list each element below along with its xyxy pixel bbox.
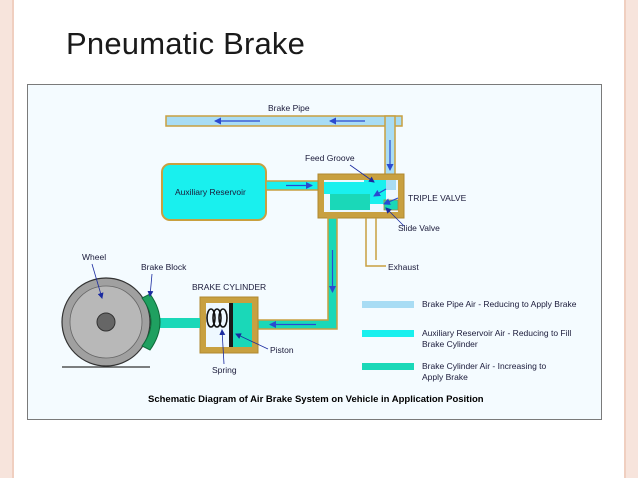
legend-text-cylinder-1: Brake Cylinder Air - Increasing to [422,361,547,371]
label-spring: Spring [212,365,237,375]
auxiliary-reservoir [161,163,267,221]
label-piston: Piston [270,345,294,355]
diagram-caption: Schematic Diagram of Air Brake System on… [148,394,484,405]
left-slide-border-line [12,0,14,478]
slide-title: Pneumatic Brake [66,26,306,61]
legend-text-brake-pipe: Brake Pipe Air - Reducing to Apply Brake [422,299,577,309]
label-brake-block: Brake Block [141,262,187,272]
brake-cylinder [199,296,259,354]
legend: Brake Pipe Air - Reducing to Apply Brake… [362,299,577,382]
label-feed-groove: Feed Groove [305,153,355,163]
label-triple-valve: TRIPLE VALVE [408,193,467,203]
triple-valve [317,173,405,219]
right-slide-border [624,0,638,478]
reservoir-pipe [265,180,323,191]
cylinder-feed-pipe [257,217,338,330]
legend-swatch-brake-pipe [362,301,414,308]
legend-text-reservoir-2: Brake Cylinder [422,339,478,349]
label-exhaust: Exhaust [388,262,419,272]
legend-text-reservoir-1: Auxiliary Reservoir Air - Reducing to Fi… [422,328,571,338]
label-slide-valve: Slide Valve [398,223,440,233]
label-brake-pipe: Brake Pipe [268,103,310,113]
wheel [61,277,151,368]
legend-swatch-reservoir [362,330,414,337]
push-rod [152,318,200,328]
exhaust-pipe [365,218,386,267]
label-wheel: Wheel [82,252,106,262]
right-slide-border-line [624,0,626,478]
left-slide-border [0,0,14,478]
diagram-frame [27,84,602,420]
label-auxiliary-reservoir: Auxiliary Reservoir [175,187,246,197]
label-brake-cylinder: BRAKE CYLINDER [192,282,266,292]
brake-block [141,293,161,351]
legend-text-cylinder-2: Apply Brake [422,372,468,382]
legend-swatch-cylinder [362,363,414,370]
brake-pipe [165,115,403,179]
